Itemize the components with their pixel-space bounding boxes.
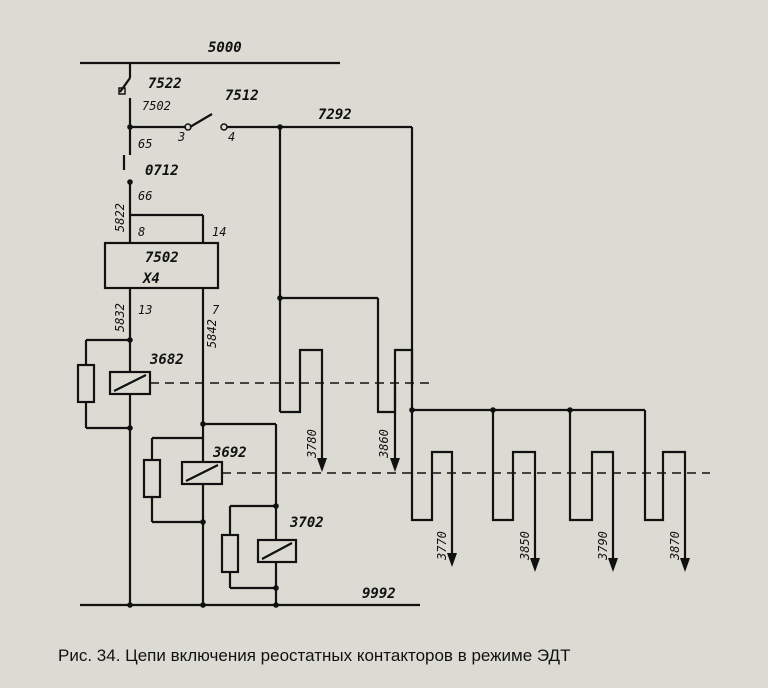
pin-8-label: 8 <box>138 225 145 239</box>
coil-3692-slash <box>185 464 219 482</box>
contactor-3850-loop <box>491 410 537 565</box>
resistor-3702 <box>220 533 240 574</box>
junction-dot <box>277 295 283 301</box>
wire-5842-label: 5842 <box>205 319 219 348</box>
resistor-3692 <box>142 458 162 499</box>
relay-block-line1: 7502 <box>145 250 179 266</box>
switch-7512-label: 7512 <box>225 88 259 104</box>
switch-7522-label: 7522 <box>148 76 182 92</box>
junction-dot <box>200 602 206 608</box>
junction-dot <box>273 585 279 591</box>
circuit-schematic: 5000 7522 7502 65 7512 3 4 7292 0712 66 … <box>76 40 710 608</box>
contactor-3790-loop <box>568 410 615 565</box>
coil-3682-label: 3682 <box>149 352 184 368</box>
switch-7522-contact <box>118 87 126 95</box>
switch-7512-pin-left <box>184 123 192 131</box>
pin-3-label: 3 <box>177 130 185 144</box>
coil-3702-label: 3702 <box>289 515 324 531</box>
resistor-3682 <box>76 363 96 404</box>
junction-dot <box>200 519 206 525</box>
contactor-3790-label: 3790 <box>596 531 610 561</box>
wire-7502-label: 7502 <box>142 99 171 113</box>
contactor-3870-arrow <box>680 558 690 572</box>
contactor-3860-label: 3860 <box>377 429 391 459</box>
junction-dot <box>127 179 133 185</box>
contactor-3850-arrow <box>530 558 540 572</box>
pin-13-label: 13 <box>138 303 152 317</box>
switch-7522-blade <box>119 77 131 93</box>
switch-7512-blade <box>189 113 213 128</box>
contactor-3770-arrow <box>447 553 457 567</box>
wire-7292-label: 7292 <box>318 107 352 123</box>
relay-block-7502 <box>103 241 220 290</box>
junction-dot <box>127 425 133 431</box>
pin-4-label: 4 <box>228 130 235 144</box>
contactor-3850-label: 3850 <box>518 531 532 561</box>
wire-5832-label: 5832 <box>113 303 127 332</box>
contactor-3770-loop <box>410 410 454 560</box>
bottom-bus-label: 9992 <box>362 586 396 602</box>
contactor-3790-arrow <box>608 558 618 572</box>
pin-14-label: 14 <box>212 225 226 239</box>
contactor-3860-arrow <box>390 458 400 472</box>
coil-3702-slash <box>261 542 293 560</box>
contactor-3770-label: 3770 <box>435 531 449 561</box>
wire-65-label: 65 <box>138 137 152 151</box>
top-bus-label: 5000 <box>208 40 242 56</box>
junction-dot <box>273 602 279 608</box>
contactor-3870-loop <box>643 410 687 565</box>
switch-7512-pin-right <box>220 123 228 131</box>
junction-dot <box>127 602 133 608</box>
pin-7-label: 7 <box>212 303 220 317</box>
contactor-3780-label: 3780 <box>305 429 319 459</box>
wire-5822-label: 5822 <box>113 203 127 232</box>
contactor-3780-arrow <box>317 458 327 472</box>
coil-3682-slash <box>113 374 147 392</box>
contactor-3870-label: 3870 <box>668 531 682 561</box>
coil-3692-label: 3692 <box>212 445 247 461</box>
figure-caption: Рис. 34. Цепи включения реостатных конта… <box>58 646 571 665</box>
wire-66-label: 66 <box>138 189 152 203</box>
switch-0712-label: 0712 <box>145 163 179 179</box>
relay-block-line2: X4 <box>142 271 160 287</box>
contactor-3780-loop <box>280 348 324 465</box>
